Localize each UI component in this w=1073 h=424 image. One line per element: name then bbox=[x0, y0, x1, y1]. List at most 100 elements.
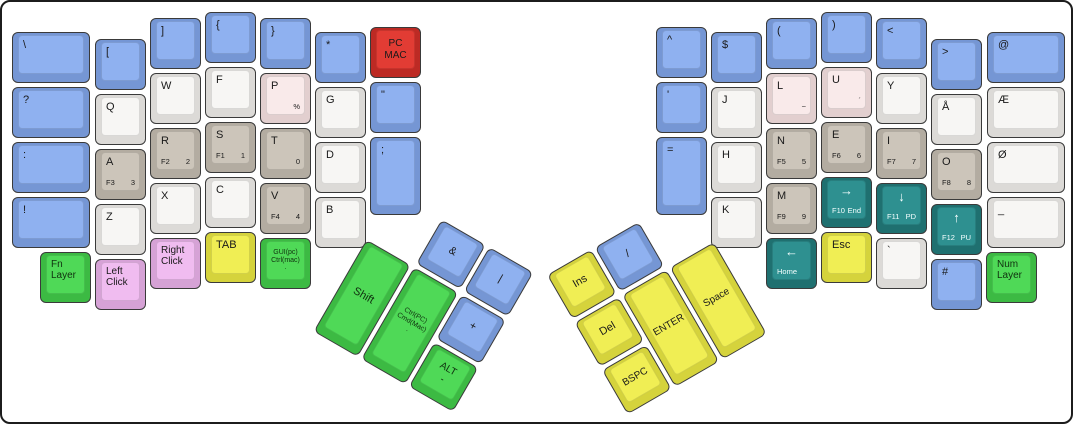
key-p[interactable]: P% bbox=[260, 73, 311, 124]
key-esc[interactable]: Esc bbox=[821, 232, 872, 283]
key-j[interactable]: J bbox=[711, 87, 762, 138]
key-w[interactable]: W bbox=[150, 73, 201, 124]
key-h[interactable]: H bbox=[711, 142, 762, 193]
key-legend-line: O bbox=[942, 156, 951, 168]
keycap-top: ^ bbox=[662, 30, 701, 69]
key-legend: + bbox=[467, 320, 479, 334]
key-gui-ctrl[interactable]: GUI(pc)Ctrl(mac). bbox=[260, 238, 311, 289]
key-tab[interactable]: TAB bbox=[205, 232, 256, 283]
key-caret[interactable]: ^ bbox=[656, 27, 707, 78]
key-legend: T bbox=[271, 135, 300, 147]
key-b[interactable]: B bbox=[315, 197, 366, 248]
key-o-slash[interactable]: Ø bbox=[987, 142, 1065, 193]
keycap-top: [ bbox=[101, 42, 140, 81]
keycap-top: : bbox=[18, 145, 84, 184]
key-legend-line: J bbox=[722, 94, 728, 106]
keycap-top: | bbox=[473, 252, 527, 306]
key-sublegend-left: F8 bbox=[942, 177, 951, 187]
key-equals[interactable]: = bbox=[656, 137, 707, 215]
key-k[interactable]: K bbox=[711, 197, 762, 248]
key-apostrophe[interactable]: ' bbox=[656, 82, 707, 133]
key-hash[interactable]: # bbox=[931, 259, 982, 310]
key-legend: ^ bbox=[667, 34, 696, 46]
key-right-bracket[interactable]: ] bbox=[150, 18, 201, 69]
key-asterisk[interactable]: * bbox=[315, 32, 366, 83]
key-legend-line: Click bbox=[106, 277, 128, 289]
key-sublegend: % bbox=[271, 102, 300, 111]
key-at[interactable]: @ bbox=[987, 32, 1065, 83]
key-x[interactable]: X bbox=[150, 183, 201, 234]
key-right-paren[interactable]: ) bbox=[821, 12, 872, 63]
key-legend-line: > bbox=[942, 46, 949, 58]
key-backslash[interactable]: \ bbox=[12, 32, 90, 83]
key-legend: Z bbox=[106, 211, 135, 223]
key-question[interactable]: ? bbox=[12, 87, 90, 138]
keycap-top: GUI(pc)Ctrl(mac). bbox=[266, 241, 305, 280]
key-left-paren[interactable]: ( bbox=[766, 18, 817, 69]
key-legend: ? bbox=[23, 94, 79, 106]
key-left-bracket[interactable]: [ bbox=[95, 39, 146, 90]
keycap-top: \ bbox=[18, 35, 84, 74]
key-dollar[interactable]: $ bbox=[711, 32, 762, 83]
key-q[interactable]: Q bbox=[95, 94, 146, 145]
key-legend-line: C bbox=[216, 184, 224, 196]
key-less-than[interactable]: < bbox=[876, 18, 927, 69]
key-exclamation[interactable]: ! bbox=[12, 197, 90, 248]
keycap-top: P% bbox=[266, 76, 305, 115]
key-legend-line: Num bbox=[997, 259, 1019, 270]
key-l[interactable]: L~ bbox=[766, 73, 817, 124]
key-u[interactable]: U´ bbox=[821, 67, 872, 118]
key-home[interactable]: ←Home bbox=[766, 238, 817, 289]
key-legend-line: F bbox=[216, 74, 223, 86]
key-greater-than[interactable]: > bbox=[931, 39, 982, 90]
key-a-ring[interactable]: Å bbox=[931, 94, 982, 145]
key-c[interactable]: C bbox=[205, 177, 256, 228]
key-legend-line: " bbox=[381, 89, 385, 101]
key-legend: ) bbox=[832, 19, 861, 31]
key-backtick[interactable]: ` bbox=[876, 238, 927, 289]
key-underscore[interactable]: _ bbox=[987, 197, 1065, 248]
key-f[interactable]: F bbox=[205, 67, 256, 118]
keycap-top: ] bbox=[156, 21, 195, 60]
key-d[interactable]: D bbox=[315, 142, 366, 193]
key-semicolon[interactable]: ; bbox=[370, 137, 421, 215]
key-left-brace[interactable]: { bbox=[205, 12, 256, 63]
keycap-top: $ bbox=[717, 35, 756, 74]
key-colon[interactable]: : bbox=[12, 142, 90, 193]
key-z[interactable]: Z bbox=[95, 204, 146, 255]
key-ae[interactable]: Æ bbox=[987, 87, 1065, 138]
key-legend-line: Q bbox=[106, 101, 115, 113]
key-right-brace[interactable]: } bbox=[260, 18, 311, 69]
keycap-top: } bbox=[266, 21, 305, 60]
key-legend: @ bbox=[998, 39, 1054, 51]
key-g[interactable]: G bbox=[315, 87, 366, 138]
key-y[interactable]: Y bbox=[876, 73, 927, 124]
key-double-quote[interactable]: " bbox=[370, 82, 421, 133]
key-legend: K bbox=[722, 204, 751, 216]
